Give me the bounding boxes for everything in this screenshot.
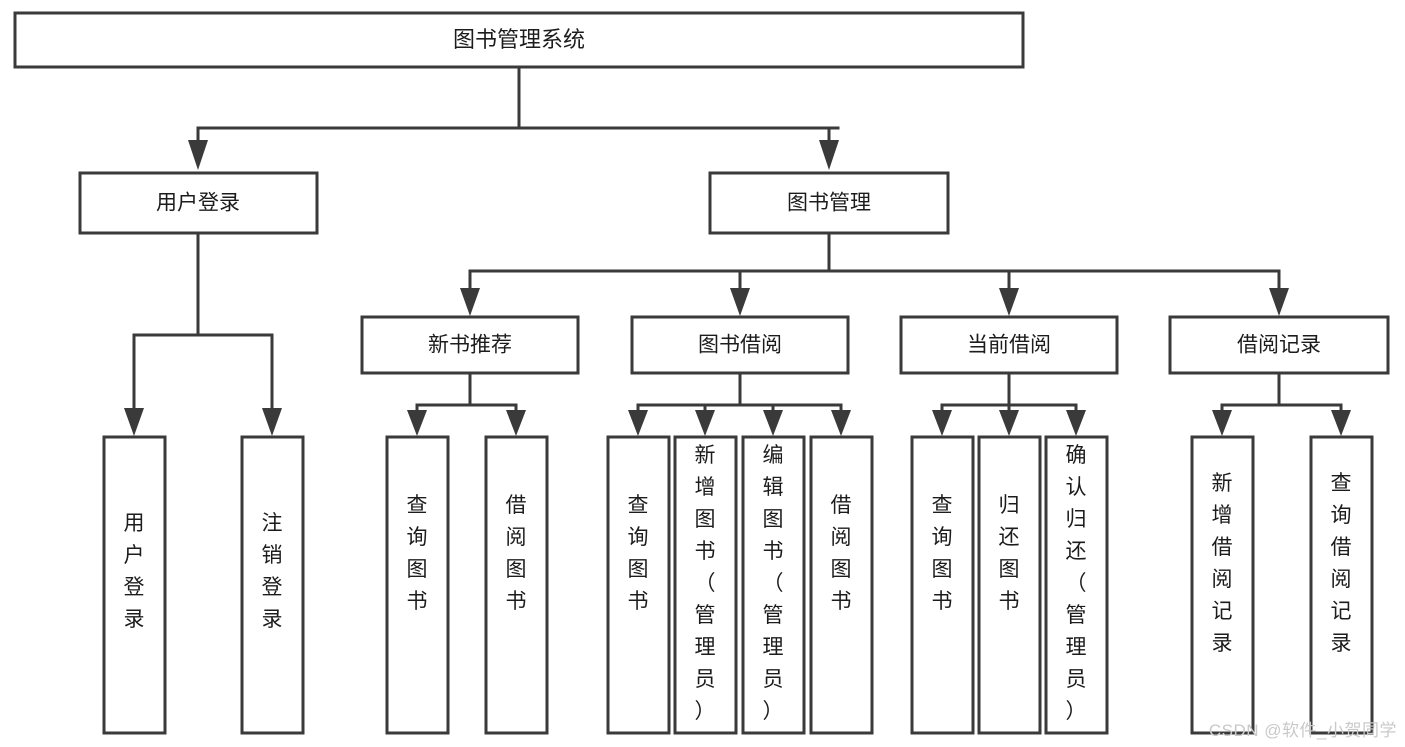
leaf-bb-1-label: 查询图书 [628, 494, 649, 613]
leaf-node[interactable]: 借阅图书 [484, 435, 549, 735]
leaf-node[interactable]: 查询图书 [385, 435, 450, 735]
edge-group-current-borrow [932, 371, 1086, 436]
leaf-node[interactable]: 注销登录 [240, 435, 305, 735]
arrow-head-leaf-user-login-2 [262, 408, 282, 436]
arrow-head-leaf-cb-2 [999, 410, 1019, 436]
arrow-head-borrow-records [1269, 288, 1289, 316]
node-user-login-box[interactable] [78, 171, 319, 235]
csdn-watermark: CSDN @软件_小贺同学 [1208, 721, 1397, 740]
leaf-bb-3-label: 编辑图书（管理员） [763, 444, 784, 723]
node-book-borrow-box[interactable] [630, 315, 850, 375]
node-borrow-records[interactable]: 借阅记录 [1168, 315, 1390, 375]
arrow-head-leaf-bb-1 [628, 410, 648, 436]
leaf-nbr-2-label: 借阅图书 [506, 494, 527, 613]
leaf-bb-1-box[interactable] [606, 435, 671, 735]
arrow-head-leaf-bb-3 [763, 410, 783, 436]
arrow-head-leaf-br-2 [1331, 410, 1351, 436]
leaf-cb-3-label: 确认归还（管理员） [1066, 444, 1087, 723]
leaf-user-login-1-box[interactable] [102, 435, 167, 735]
leaf-node[interactable]: 借阅图书 [809, 435, 874, 735]
leaf-node[interactable]: 编辑图书（管理员） [741, 435, 806, 735]
edge-group-book-borrow [628, 371, 851, 436]
node-current-borrow[interactable]: 当前借阅 [899, 315, 1119, 375]
node-borrow-records-label: 借阅记录 [1237, 334, 1321, 357]
leaf-node[interactable]: 查询图书 [606, 435, 671, 735]
leaf-br-1-box[interactable] [1190, 435, 1255, 735]
node-book-manage-label: 图书管理 [787, 192, 871, 215]
leaf-user-login-2-label: 注销登录 [262, 512, 283, 631]
arrow-head-user-login [188, 140, 208, 170]
edge-group-new-book-recommend [407, 371, 526, 436]
node-root-box[interactable] [13, 11, 1025, 69]
leaf-bb-4-box[interactable] [809, 435, 874, 735]
leaf-nbr-1-box[interactable] [385, 435, 450, 735]
leaf-node[interactable]: 归还图书 [977, 435, 1042, 735]
leaf-node[interactable]: 查询借阅记录 [1309, 435, 1374, 735]
leaf-nbr-2-box[interactable] [484, 435, 549, 735]
arrow-head-leaf-br-1 [1212, 410, 1232, 436]
arrow-head-leaf-nbr-2 [506, 410, 526, 436]
arrow-head-leaf-user-login-1 [124, 408, 144, 436]
leaf-cb-2-box[interactable] [977, 435, 1042, 735]
arrow-head-leaf-nbr-1 [407, 410, 427, 436]
arrow-head-book-borrow [730, 288, 750, 316]
leaf-bb-3-box[interactable] [741, 435, 806, 735]
leaf-user-login-1-label: 用户登录 [124, 512, 145, 631]
edge-group-user-login [124, 231, 282, 436]
edge-group-root [188, 65, 840, 170]
arrow-head-leaf-cb-1 [932, 410, 952, 436]
leaf-bb-2-label: 新增图书（管理员） [695, 444, 716, 723]
node-borrow-records-box[interactable] [1168, 315, 1390, 375]
node-user-login-label: 用户登录 [156, 192, 240, 215]
edge-group-book-manage [460, 231, 1289, 316]
leaf-bb-2-box[interactable] [673, 435, 738, 735]
leaf-node[interactable]: 用户登录 [102, 435, 167, 735]
leaf-cb-1-box[interactable] [910, 435, 975, 735]
leaf-node[interactable]: 查询图书 [910, 435, 975, 735]
arrow-head-book-manage [819, 140, 839, 170]
leaf-cb-2-label: 归还图书 [999, 494, 1020, 613]
leaf-bb-4-label: 借阅图书 [831, 494, 852, 613]
node-new-book-recommend[interactable]: 新书推荐 [360, 315, 580, 375]
arrow-head-leaf-cb-3 [1066, 410, 1086, 436]
node-book-borrow-label: 图书借阅 [698, 334, 782, 357]
arrow-head-new-book-recommend [460, 288, 480, 316]
node-book-borrow[interactable]: 图书借阅 [630, 315, 850, 375]
node-root-system[interactable]: 图书管理系统 [13, 11, 1025, 69]
leaf-node[interactable]: 确认归还（管理员） [1044, 435, 1109, 735]
node-user-login[interactable]: 用户登录 [78, 171, 319, 235]
node-current-borrow-label: 当前借阅 [967, 334, 1051, 357]
edge-group-borrow-records [1212, 371, 1351, 436]
arrow-head-leaf-bb-2 [695, 410, 715, 436]
arrow-head-leaf-bb-4 [831, 410, 851, 436]
node-book-manage[interactable]: 图书管理 [708, 171, 950, 235]
node-new-book-recommend-box[interactable] [360, 315, 580, 375]
arrow-head-current-borrow [999, 288, 1019, 316]
leaf-br-1-label: 新增借阅记录 [1212, 472, 1233, 655]
node-new-book-recommend-label: 新书推荐 [428, 334, 512, 357]
leaf-br-2-label: 查询借阅记录 [1331, 472, 1352, 655]
leaf-br-2-box[interactable] [1309, 435, 1374, 735]
node-book-manage-box[interactable] [708, 171, 950, 235]
leaf-nbr-1-label: 查询图书 [407, 494, 428, 613]
leaf-cb-1-label: 查询图书 [932, 494, 953, 613]
leaf-user-login-2-box[interactable] [240, 435, 305, 735]
node-current-borrow-box[interactable] [899, 315, 1119, 375]
leaf-node[interactable]: 新增图书（管理员） [673, 435, 738, 735]
leaf-node[interactable]: 新增借阅记录 [1190, 435, 1255, 735]
leaf-cb-3-box[interactable] [1044, 435, 1109, 735]
node-root-label: 图书管理系统 [453, 27, 585, 52]
